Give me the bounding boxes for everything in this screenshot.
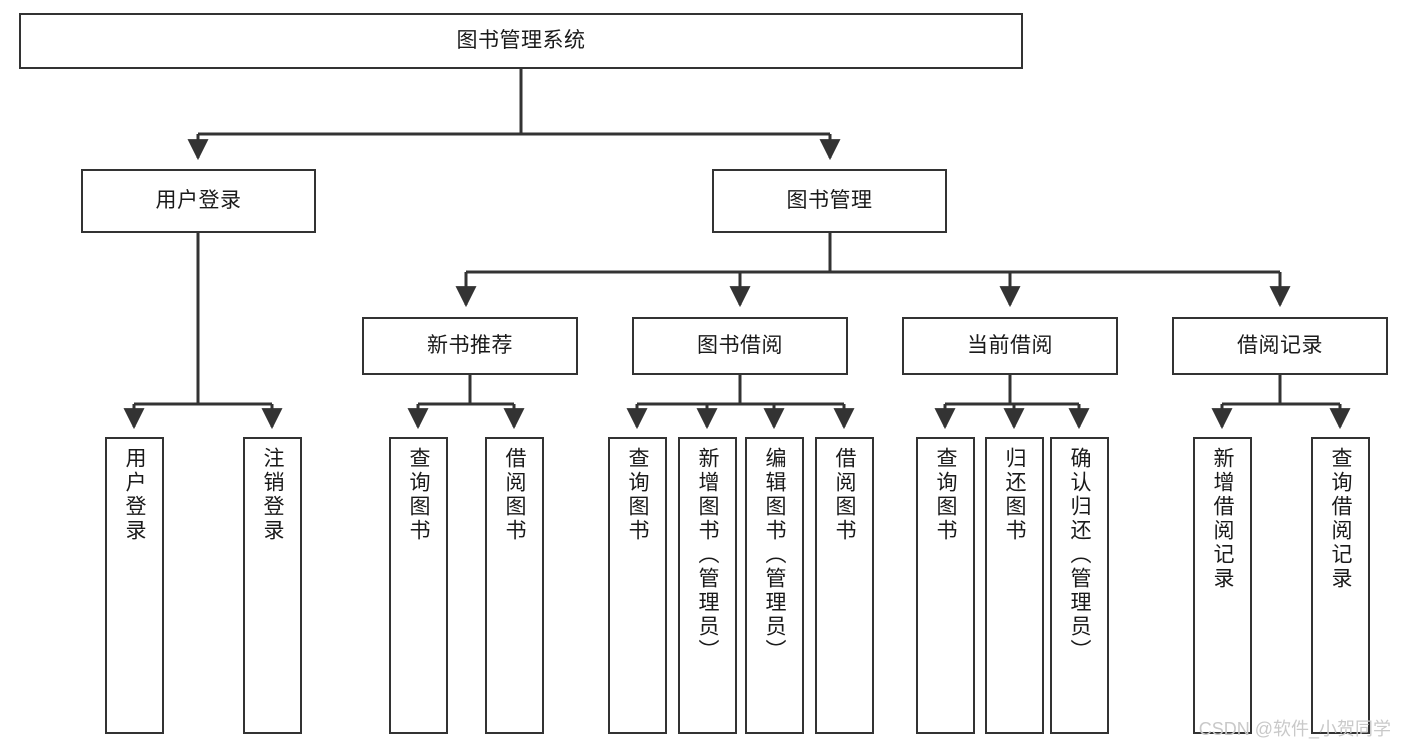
node-leaf-query-book-recommend[interactable]: 查询图书 [389, 437, 448, 734]
node-label: 新书推荐 [427, 334, 513, 358]
node-label: 用户登录 [155, 189, 242, 213]
node-leaf-query-borrow-record[interactable]: 查询借阅记录 [1311, 437, 1370, 734]
node-leaf-edit-book-admin[interactable]: 编辑图书（管理员） [745, 437, 804, 734]
node-label: 新增图书（管理员） [696, 447, 719, 663]
node-label: 编辑图书（管理员） [763, 447, 786, 663]
node-label: 借阅记录 [1237, 334, 1323, 358]
node-leaf-borrow-book[interactable]: 借阅图书 [815, 437, 874, 734]
node-new-book-recommend[interactable]: 新书推荐 [362, 317, 578, 375]
node-leaf-query-book-borrow[interactable]: 查询图书 [608, 437, 667, 734]
node-label: 图书管理 [786, 189, 873, 213]
node-label: 确认归还（管理员） [1068, 447, 1091, 663]
node-leaf-confirm-return-admin[interactable]: 确认归还（管理员） [1050, 437, 1109, 734]
node-current-borrow[interactable]: 当前借阅 [902, 317, 1118, 375]
node-borrow-record[interactable]: 借阅记录 [1172, 317, 1388, 375]
node-label: 图书管理系统 [456, 29, 586, 53]
node-label: 借阅图书 [503, 447, 526, 543]
node-root-book-management-system[interactable]: 图书管理系统 [19, 13, 1023, 69]
node-user-login[interactable]: 用户登录 [81, 169, 316, 233]
node-label: 用户登录 [123, 447, 146, 543]
node-book-borrow[interactable]: 图书借阅 [632, 317, 848, 375]
watermark-text: CSDN @软件_小贺同学 [1198, 719, 1391, 739]
node-book-management[interactable]: 图书管理 [712, 169, 947, 233]
node-leaf-add-borrow-record[interactable]: 新增借阅记录 [1193, 437, 1252, 734]
node-label: 当前借阅 [967, 334, 1053, 358]
node-label: 新增借阅记录 [1211, 447, 1234, 591]
node-label: 图书借阅 [697, 334, 783, 358]
node-label: 查询图书 [407, 447, 430, 543]
node-label: 注销登录 [261, 447, 284, 543]
node-leaf-return-book[interactable]: 归还图书 [985, 437, 1044, 734]
node-leaf-borrow-book-recommend[interactable]: 借阅图书 [485, 437, 544, 734]
node-label: 查询图书 [626, 447, 649, 543]
node-label: 归还图书 [1003, 447, 1026, 543]
node-label: 查询图书 [934, 447, 957, 543]
node-leaf-add-book-admin[interactable]: 新增图书（管理员） [678, 437, 737, 734]
node-leaf-logout-login[interactable]: 注销登录 [243, 437, 302, 734]
node-label: 借阅图书 [833, 447, 856, 543]
node-label: 查询借阅记录 [1329, 447, 1352, 591]
node-leaf-query-book-current[interactable]: 查询图书 [916, 437, 975, 734]
node-leaf-user-login[interactable]: 用户登录 [105, 437, 164, 734]
